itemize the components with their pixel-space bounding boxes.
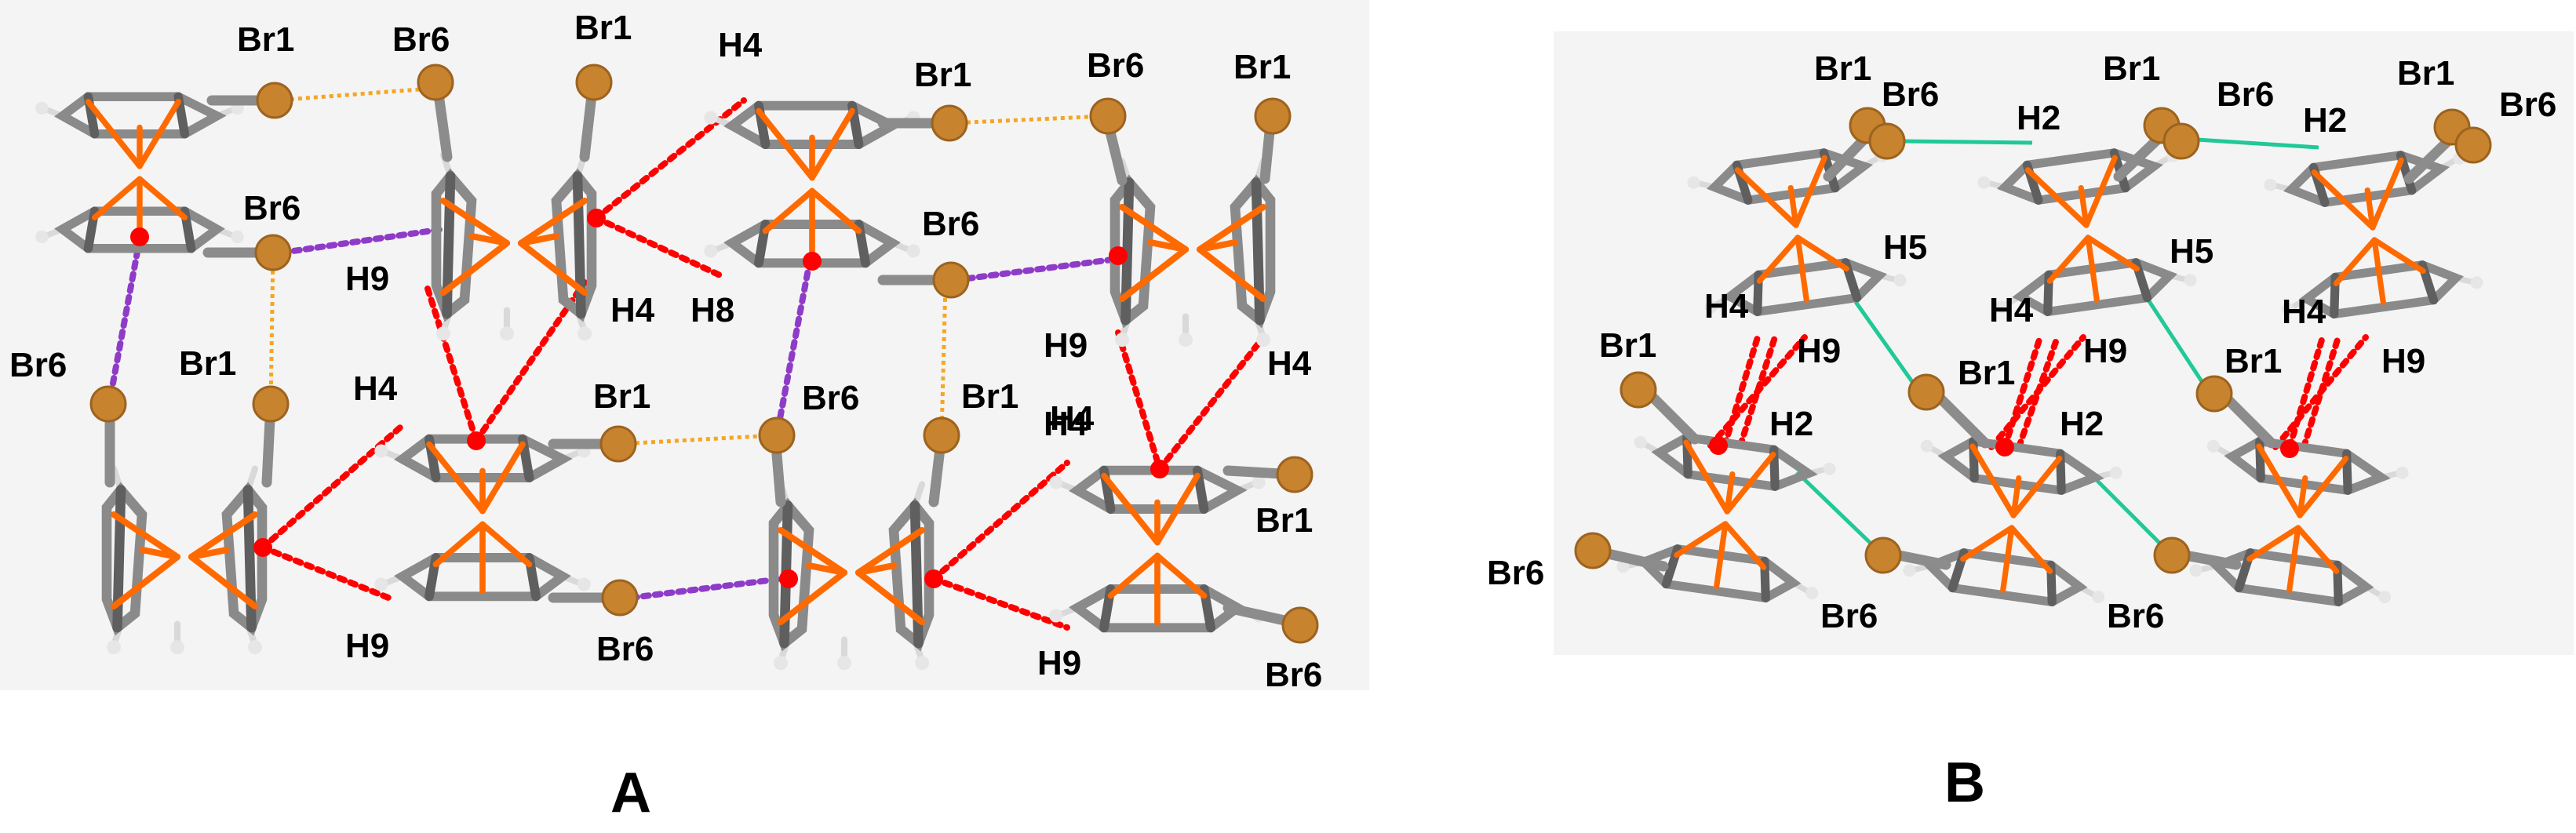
bromine-atom: [1907, 373, 1945, 411]
atom-label: Br6: [2499, 85, 2556, 124]
panel-a-contacts: [107, 86, 1266, 631]
atom-label: Br6: [1882, 75, 1939, 114]
atom-label: H9: [1037, 644, 1081, 682]
atom-label: H4: [718, 26, 763, 64]
atom-label: H9: [1044, 326, 1088, 365]
atom-label: Br1: [179, 344, 236, 383]
atom-label: Br1: [1814, 49, 1871, 88]
bromine-atom: [1864, 537, 1902, 574]
atom-label: H9: [2083, 332, 2127, 370]
atom-label: Br6: [596, 630, 654, 668]
atom-label: H4: [2282, 293, 2326, 331]
ring-centroid: [1709, 436, 1728, 455]
atom-label: H4: [353, 369, 398, 408]
atom-label: Br1: [593, 377, 650, 416]
ring-centroid: [2280, 439, 2299, 458]
bromine-atom: [417, 64, 454, 101]
atom-label: H9: [345, 627, 389, 665]
atom-label: Br1: [2397, 54, 2454, 93]
ring-centroid: [779, 569, 798, 588]
atom-label: H9: [345, 260, 389, 298]
panel-label-a: A: [610, 762, 651, 824]
atom-label: H4: [1704, 287, 1749, 326]
atom-label: Br6: [922, 205, 979, 243]
panel-label-b: B: [1944, 751, 1985, 814]
bromine-atom: [923, 416, 960, 454]
bromine-atom: [89, 385, 127, 423]
atom-label: Br6: [1265, 656, 1322, 694]
bromine-atom: [932, 261, 970, 299]
atom-label: H4: [1989, 291, 2034, 329]
panel-a-molecules: [35, 64, 1319, 670]
atom-label: Br6: [2217, 75, 2274, 114]
bromine-atom: [1254, 97, 1292, 135]
atom-label: Br6: [1820, 597, 1878, 635]
panel-b-contacts: [1707, 137, 2369, 557]
atom-label: Br6: [243, 189, 301, 227]
ring-centroid: [1150, 460, 1169, 478]
bromine-atom: [1089, 97, 1127, 135]
bromine-atom: [252, 385, 290, 423]
bromine-atom: [256, 82, 293, 119]
bromine-atom: [1574, 532, 1612, 569]
atom-label: Br6: [2107, 597, 2164, 635]
bromine-atom: [2162, 122, 2200, 160]
atom-label: H5: [1883, 228, 1927, 267]
panel-a: Br1 Br6 Br1 H4 Br1 Br6 Br1 Br6 Br6 H9 H4…: [0, 0, 1369, 824]
ring-centroid: [803, 252, 822, 271]
atom-label: Br1: [2103, 49, 2160, 88]
panel-b: Br1 Br6 H2 Br1 Br6 H2 Br1 Br6 H5 H5 H4 H…: [1487, 31, 2574, 814]
bromine-atom: [2153, 537, 2191, 574]
ring-centroid: [587, 209, 606, 227]
ring-centroid: [1995, 438, 2014, 457]
atom-label: Br6: [9, 346, 67, 384]
atom-label: H4: [1044, 405, 1088, 443]
bromine-atom: [1276, 456, 1314, 493]
panel-b-molecules: [1574, 107, 2492, 609]
atom-label: Br1: [914, 56, 971, 94]
atom-label: Br6: [392, 20, 450, 59]
atom-label: H2: [2017, 99, 2060, 137]
atom-label: H8: [690, 291, 734, 329]
atom-label: Br1: [1958, 354, 2015, 392]
bromine-atom: [2454, 126, 2492, 164]
bromine-atom: [2195, 375, 2233, 413]
bromine-atom: [758, 416, 796, 454]
atom-label: H2: [2303, 101, 2347, 140]
ring-centroid: [253, 538, 272, 557]
panel-b-atom-labels: Br1 Br6 H2 Br1 Br6 H2 Br1 Br6 H5 H5 H4 H…: [1487, 49, 2556, 635]
atom-label: H4: [1050, 399, 1095, 438]
bromine-atom: [1868, 122, 1906, 160]
atom-label: Br1: [1255, 501, 1313, 540]
bromine-atom: [254, 234, 292, 271]
bromine-atom: [1620, 371, 1657, 409]
atom-label: Br6: [1487, 554, 1544, 592]
ring-centroid: [467, 431, 486, 450]
atom-label: H2: [2060, 405, 2104, 443]
atom-label: H4: [1267, 344, 1312, 383]
bromine-atom: [601, 579, 639, 617]
atom-label: Br1: [2224, 342, 2282, 380]
panel-a-atom-labels: Br1 Br6 Br1 H4 Br1 Br6 Br1 Br6 Br6 H9 H4…: [9, 9, 1322, 694]
atom-label: H9: [2381, 342, 2425, 380]
atom-label: Br1: [237, 20, 294, 59]
ring-centroid: [924, 569, 943, 588]
bromine-atom: [931, 104, 968, 142]
bromine-atom: [575, 64, 613, 101]
atom-label: Br1: [574, 9, 632, 47]
atom-label: H5: [2170, 232, 2213, 271]
bromine-atom: [599, 425, 637, 463]
atom-label: Br6: [1087, 46, 1144, 85]
atom-label: H4: [610, 291, 655, 329]
atom-label: H2: [1769, 405, 1813, 443]
atom-label: Br6: [802, 379, 859, 417]
atom-label: H9: [1797, 332, 1841, 370]
atom-label: Br1: [961, 377, 1018, 416]
atom-label: Br1: [1233, 48, 1291, 86]
bromine-atom: [1281, 606, 1319, 644]
atom-label: Br1: [1599, 326, 1656, 365]
ring-centroid: [130, 227, 149, 246]
ring-centroid: [1109, 246, 1128, 265]
